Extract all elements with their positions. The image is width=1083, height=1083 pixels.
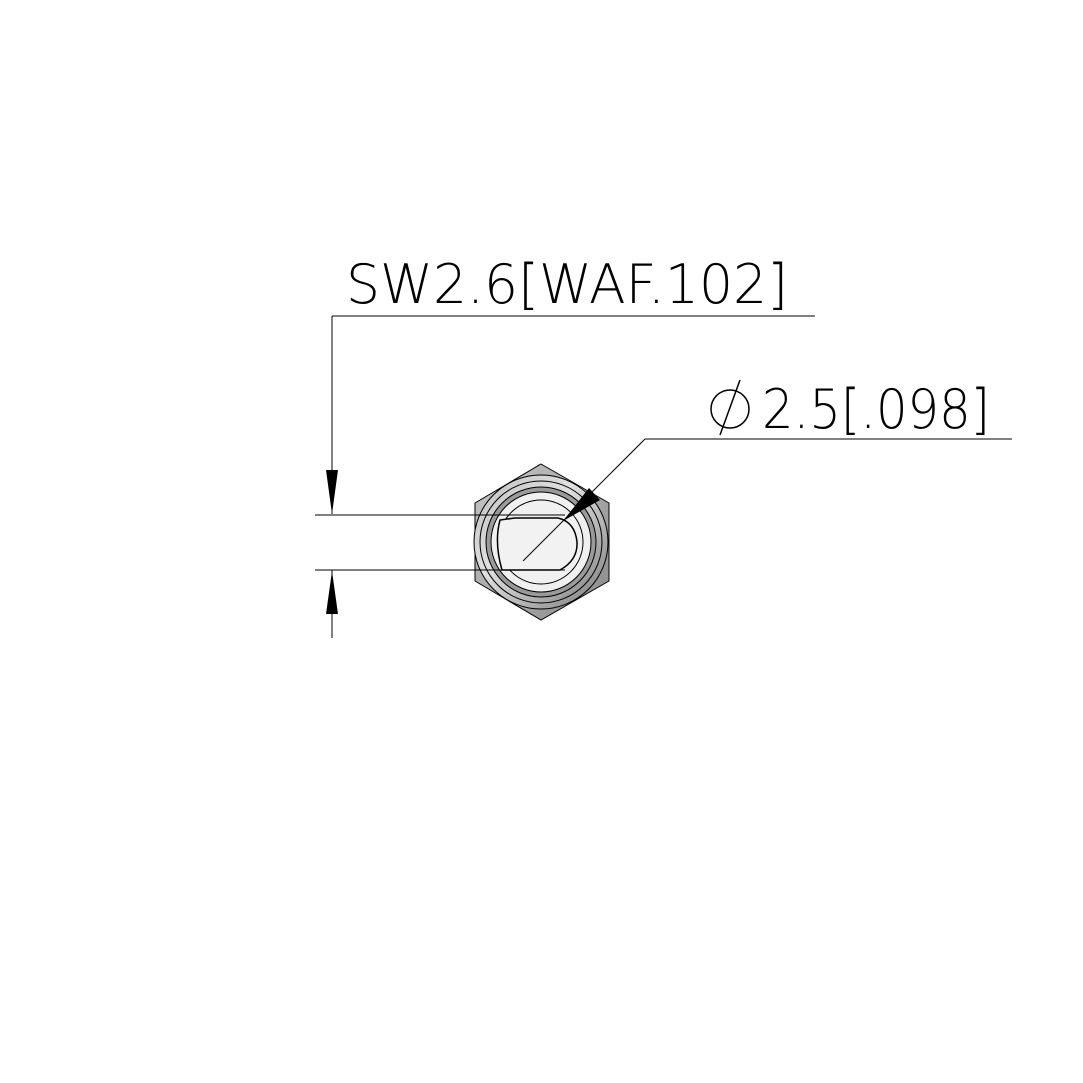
wrench-size-dimension: SW2.6[WAF.102] (315, 253, 815, 638)
arrow-down-icon (326, 470, 338, 514)
ring-2 (479, 480, 603, 604)
arrow-up-icon (326, 571, 338, 614)
diameter-symbol-icon (710, 379, 750, 436)
arrow-icon (563, 488, 600, 521)
hex-part (473, 463, 610, 621)
diameter-dimension: 2.5[.098] (522, 378, 1012, 562)
diameter-label: 2.5[.098] (762, 378, 990, 441)
wrench-size-label: SW2.6[WAF.102] (346, 253, 788, 316)
slot-outline (496, 517, 578, 571)
